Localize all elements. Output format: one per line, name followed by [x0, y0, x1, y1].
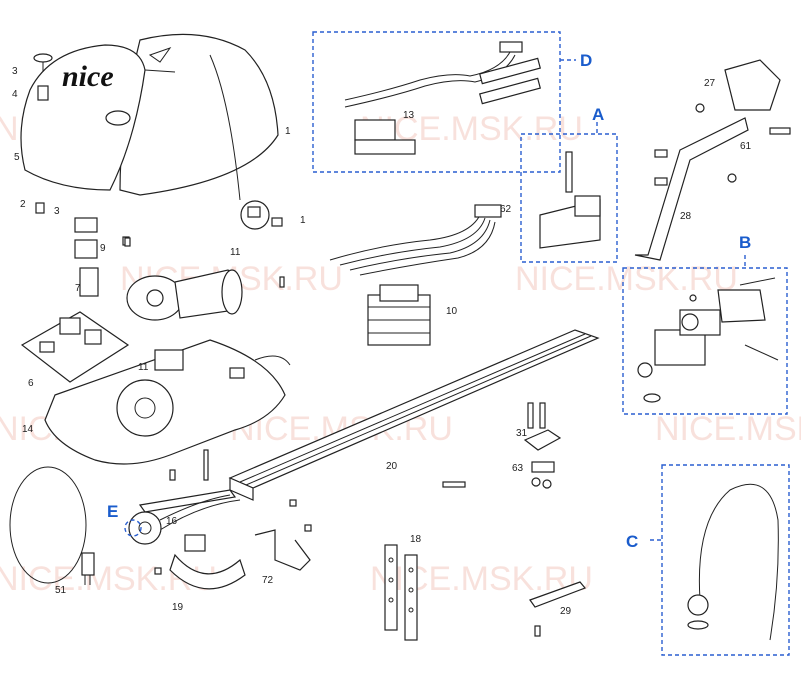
part-label: 20	[386, 461, 398, 472]
part-label: 1	[285, 126, 291, 137]
group-c-parts	[687, 483, 779, 641]
part-label: 19	[172, 602, 184, 613]
screws	[124, 237, 541, 637]
part-label: 62	[500, 204, 512, 215]
part-label: 61	[740, 141, 752, 152]
part-label: 7	[75, 283, 81, 294]
part-29	[529, 581, 586, 608]
part-label: 16	[166, 516, 178, 527]
part-label: 29	[560, 606, 572, 617]
group-label-c: C	[626, 532, 638, 551]
small-parts	[74, 200, 283, 246]
group-box-d	[312, 31, 561, 173]
part-label: 14	[22, 424, 34, 435]
group-label-e: E	[107, 502, 118, 521]
part-label: 10	[446, 306, 458, 317]
group-a-parts	[539, 151, 601, 249]
part-label: 6	[28, 378, 34, 389]
group-label-d: D	[580, 51, 592, 70]
base-plate	[44, 339, 291, 465]
group-b-parts	[637, 277, 779, 403]
leader-line	[209, 54, 241, 201]
part-label: 2	[20, 199, 26, 210]
motor-assembly	[74, 239, 243, 321]
hanging-bracket-18	[384, 544, 418, 641]
rail	[138, 329, 600, 531]
part-label: 5	[14, 152, 20, 163]
watermark-7: NICE.MSK.RU	[655, 410, 801, 448]
part-label: 4	[12, 89, 18, 100]
sprocket	[124, 511, 162, 545]
nice-logo: nice	[62, 60, 114, 93]
part-label: 3	[12, 66, 18, 77]
part-label: 18	[410, 534, 422, 545]
part-label: 27	[704, 78, 716, 89]
part-label: 11	[230, 247, 241, 258]
part-label: 1	[300, 215, 306, 226]
group-d-parts	[344, 41, 542, 155]
group-box-c	[661, 464, 790, 656]
part-label: 51	[55, 585, 67, 596]
parts-31-63	[523, 402, 562, 489]
rail-bracket-72	[254, 529, 311, 571]
part-label: 28	[680, 211, 692, 222]
part-label: 13	[403, 110, 415, 121]
part-label: 3	[54, 206, 60, 217]
control-board	[20, 311, 130, 383]
group-box-b	[622, 267, 788, 415]
part-label: 72	[262, 575, 274, 586]
group-label-a: A	[592, 105, 604, 124]
power-cable	[9, 466, 95, 585]
wiring-harness	[329, 204, 502, 276]
watermark-4: NICE.MSK.RU	[515, 260, 738, 298]
part-number-labels: 1 1 2 3 3 4 5 6 7 9 10 11 11 13 14 16 18…	[12, 66, 752, 617]
motor-cover: nice	[20, 33, 279, 214]
door-bracket	[634, 59, 791, 261]
transformer	[367, 284, 431, 346]
rail-bracket-19	[169, 534, 246, 590]
part-label: 31	[516, 428, 528, 439]
part-label: 11	[138, 362, 149, 373]
part-label: 63	[512, 463, 524, 474]
part-label: 9	[100, 243, 106, 254]
group-label-b: B	[739, 233, 751, 252]
